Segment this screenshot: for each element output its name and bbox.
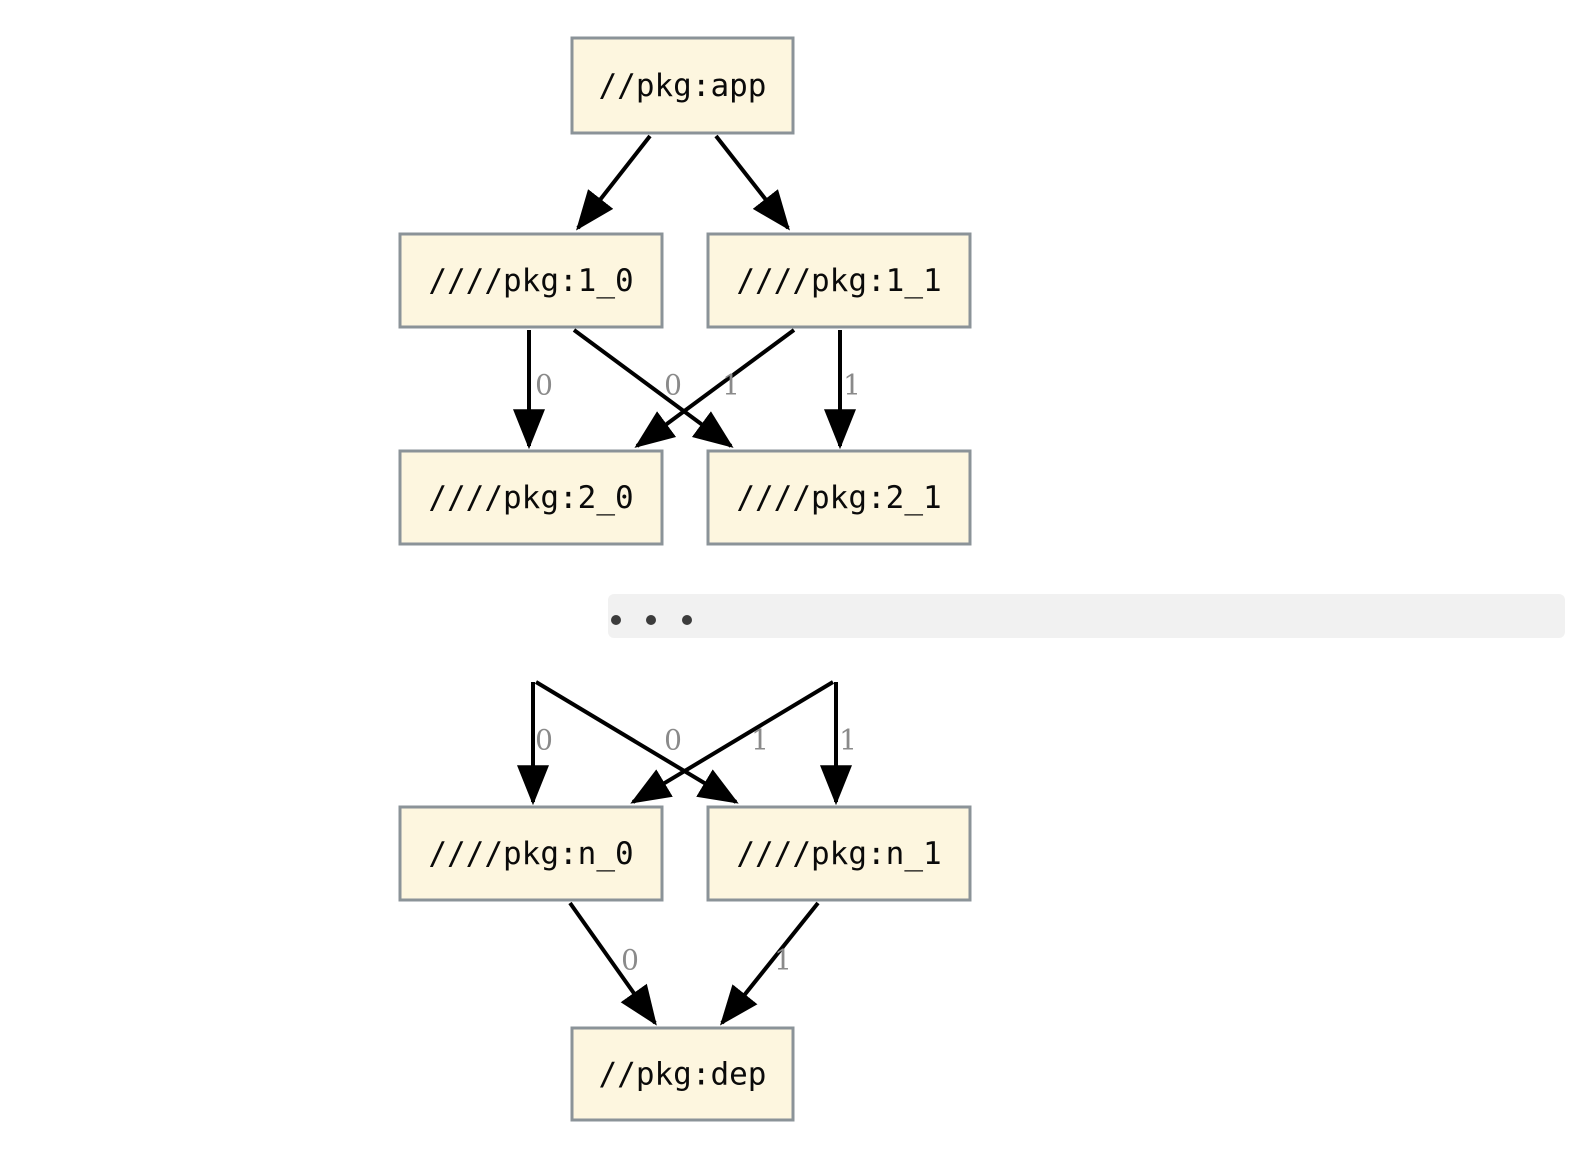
edge-label: 1 — [839, 724, 857, 757]
edge-label: 0 — [664, 724, 682, 757]
edge-label-layer: 0 0 1 1 0 0 1 1 0 1 — [535, 369, 861, 977]
graph-node-n1_1[interactable]: ////pkg:1_1 — [706, 232, 972, 329]
node-label: ////pkg:2_1 — [736, 480, 941, 516]
ellipsis-band — [608, 594, 1565, 638]
edge-label: 0 — [621, 944, 639, 977]
node-box[interactable] — [706, 232, 972, 329]
graph-edge — [572, 328, 734, 448]
node-box[interactable] — [398, 449, 664, 546]
graph-node-dep[interactable]: //pkg:dep — [570, 1026, 795, 1122]
edge-label: 0 — [535, 369, 553, 402]
node-label: ////pkg:2_0 — [428, 480, 633, 516]
graph-edge — [568, 901, 657, 1026]
ellipsis-dot — [682, 615, 692, 625]
node-box[interactable] — [570, 36, 795, 135]
graph-edge — [720, 901, 820, 1026]
node-label: ////pkg:n_1 — [736, 836, 941, 872]
node-label: ////pkg:1_0 — [428, 263, 633, 299]
edge-label: 1 — [774, 944, 792, 977]
ellipsis-dot — [611, 615, 621, 625]
edge-layer — [513, 134, 856, 1026]
node-box[interactable] — [706, 449, 972, 546]
graph-edge — [630, 680, 835, 804]
node-box[interactable] — [398, 232, 664, 329]
graph-edge — [714, 134, 790, 231]
graph-edge — [576, 134, 652, 231]
edge-label: 1 — [843, 369, 861, 402]
node-box[interactable] — [398, 805, 664, 902]
graph-edge — [634, 328, 796, 448]
graph-edge — [534, 680, 739, 804]
node-box[interactable] — [706, 805, 972, 902]
graph-node-nn_0[interactable]: ////pkg:n_0 — [398, 805, 664, 902]
ellipsis-band-layer — [608, 594, 1565, 638]
edge-label: 1 — [751, 724, 769, 757]
graph-node-app[interactable]: //pkg:app — [570, 36, 795, 135]
graph-node-nn_1[interactable]: ////pkg:n_1 — [706, 805, 972, 902]
edge-label: 1 — [722, 369, 740, 402]
graph-node-n1_0[interactable]: ////pkg:1_0 — [398, 232, 664, 329]
node-label: ////pkg:n_0 — [428, 836, 633, 872]
node-label: //pkg:dep — [599, 1057, 767, 1093]
graph-node-n2_1[interactable]: ////pkg:2_1 — [706, 449, 972, 546]
edge-label: 0 — [664, 369, 682, 402]
graph-node-n2_0[interactable]: ////pkg:2_0 — [398, 449, 664, 546]
node-box[interactable] — [570, 1026, 795, 1122]
ellipsis-dot — [646, 615, 656, 625]
edge-label: 0 — [535, 724, 553, 757]
node-label: //pkg:app — [599, 68, 767, 104]
node-label: ////pkg:1_1 — [736, 263, 941, 299]
node-layer: //pkg:app ////pkg:1_0 ////pkg:1_1 ////pkg:2… — [398, 36, 972, 1122]
